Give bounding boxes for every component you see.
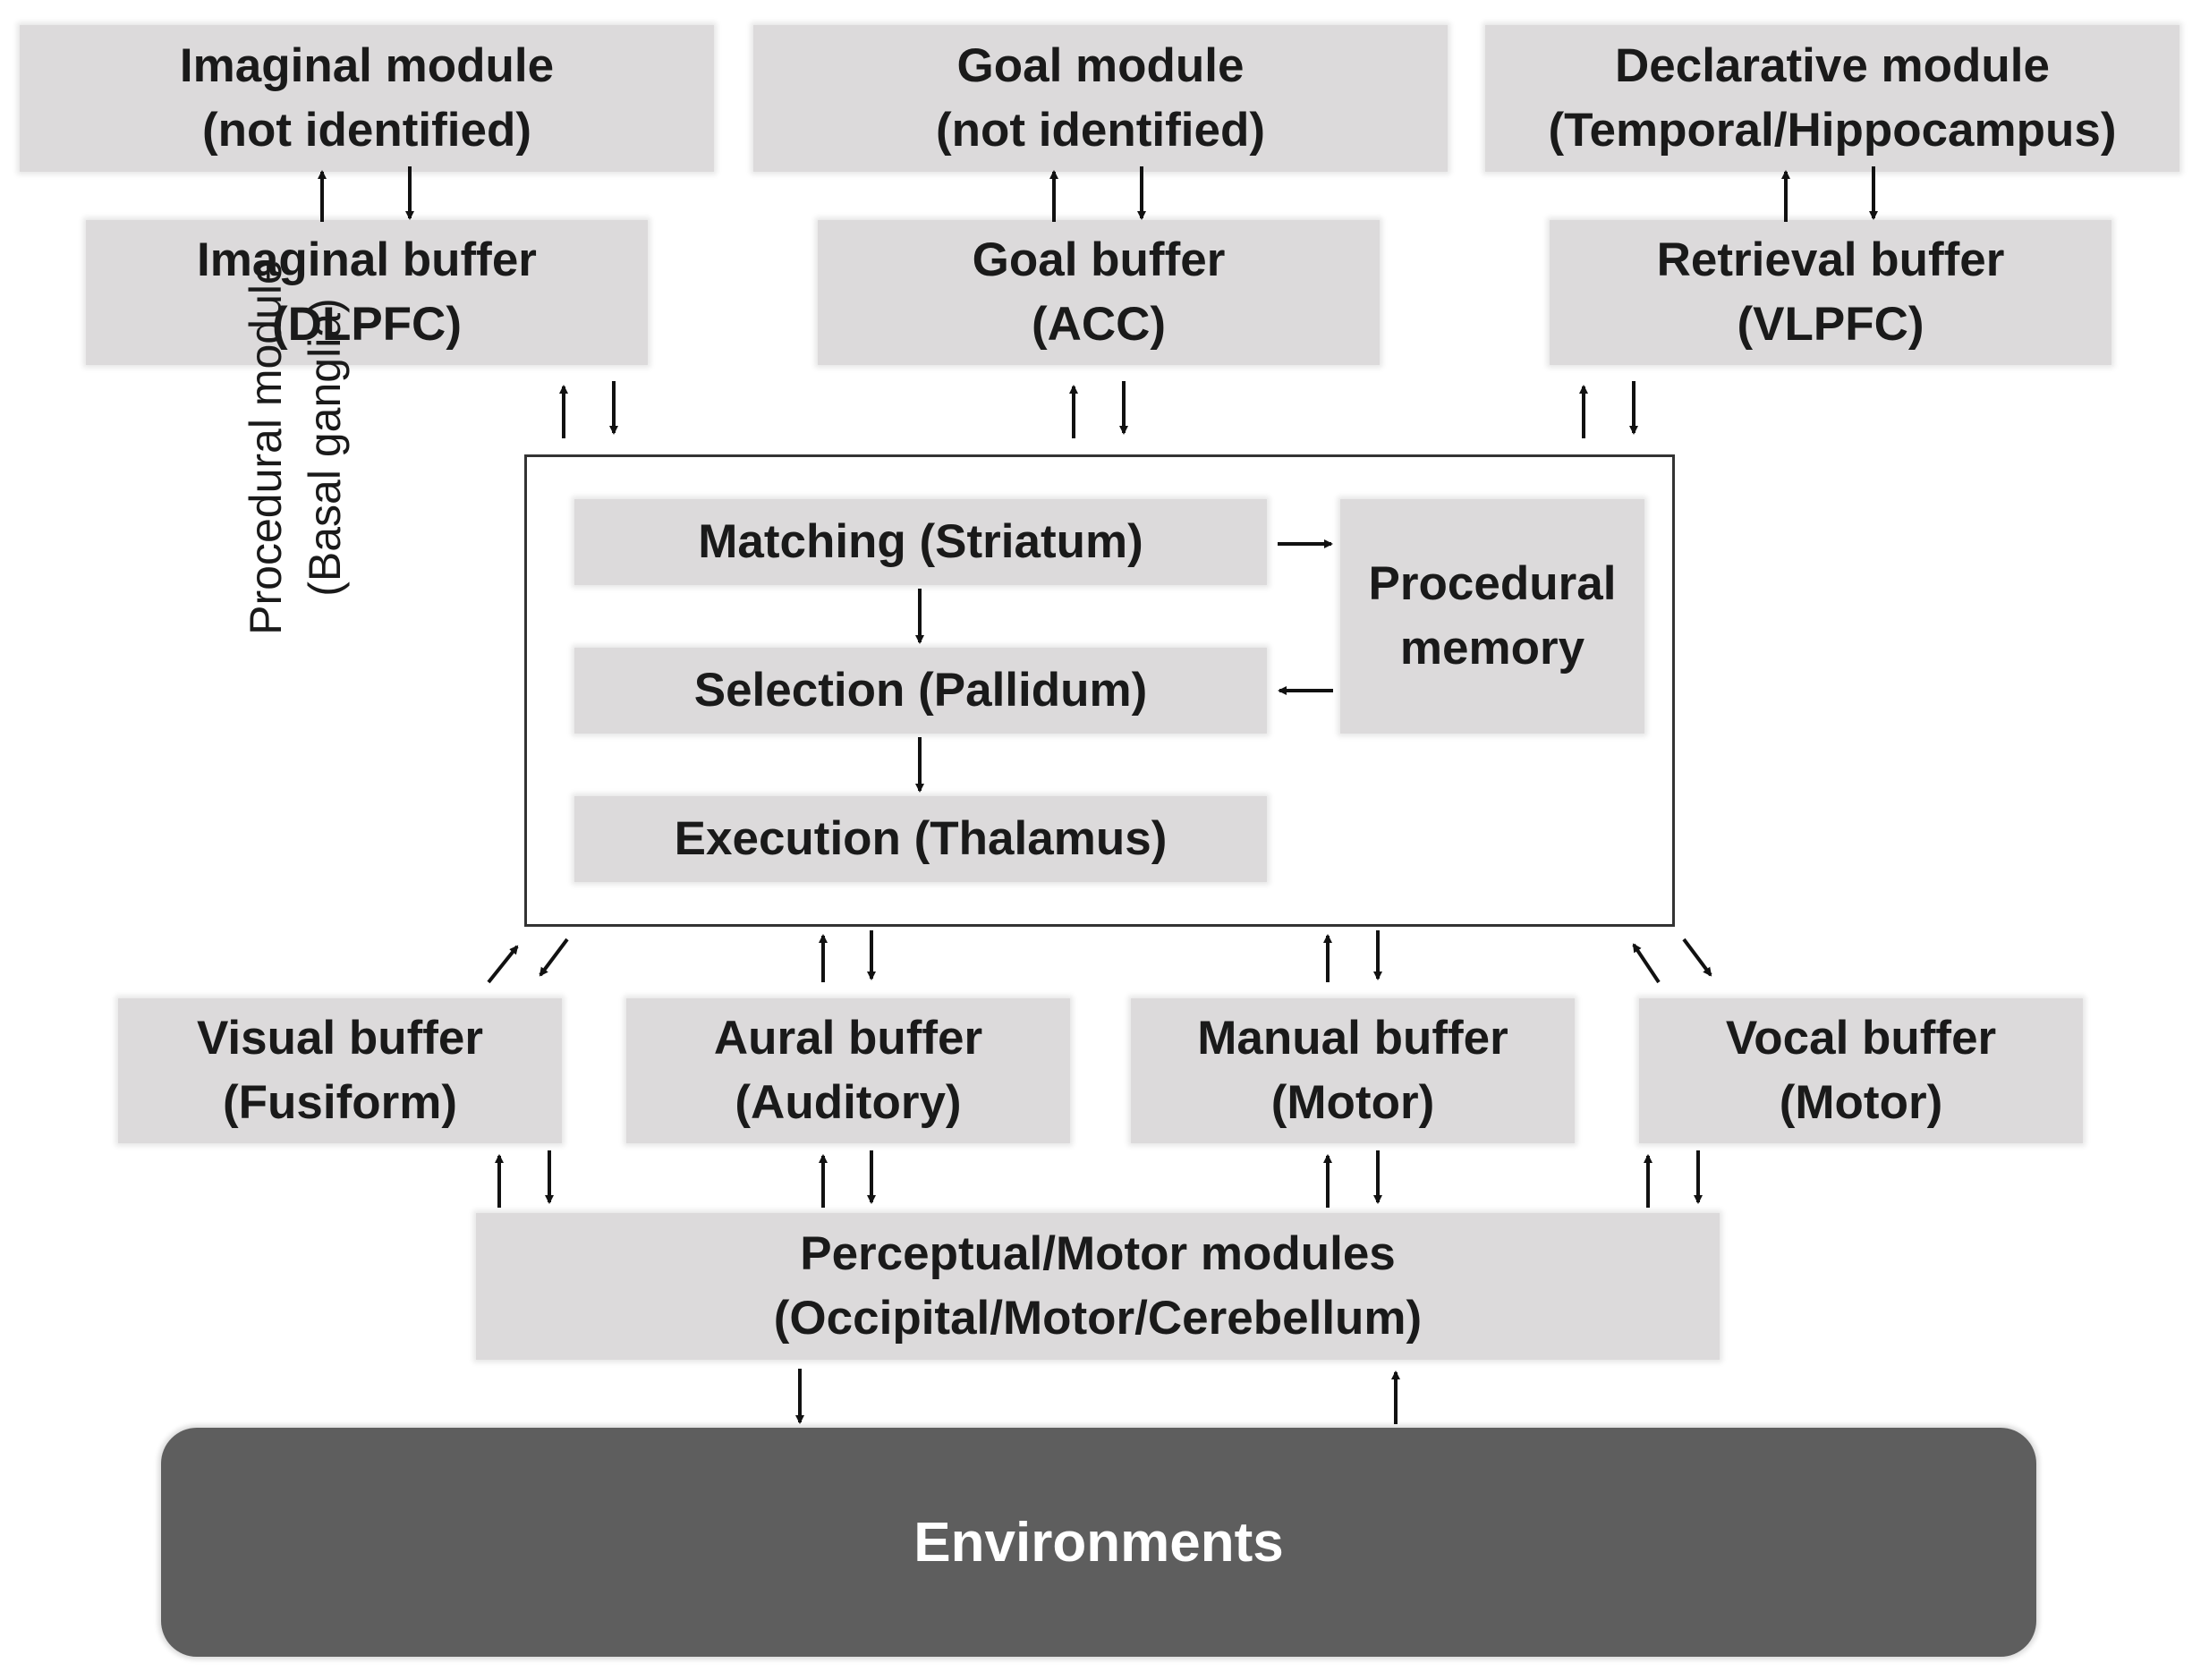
aural-buffer-region: (Auditory) xyxy=(735,1076,962,1129)
imaginal-module-region: (not identified) xyxy=(202,104,531,157)
arrow-visual-down xyxy=(539,938,569,977)
arrow-vocal-up xyxy=(1632,943,1661,984)
arrow-vocal-down xyxy=(1682,938,1712,977)
imaginal-buffer-region: (DLPFC) xyxy=(272,298,462,351)
perceptual-motor-region: (Occipital/Motor/Cerebellum) xyxy=(773,1292,1423,1345)
aural-buffer-box: Aural buffer (Auditory) xyxy=(626,998,1070,1143)
goal-module-box: Goal module (not identified) xyxy=(753,25,1448,172)
visual-buffer-region: (Fusiform) xyxy=(222,1076,458,1129)
goal-buffer-region: (ACC) xyxy=(1031,298,1167,351)
procedural-memory-box: Procedural memory xyxy=(1340,499,1644,734)
vocal-buffer-title: Vocal buffer xyxy=(1725,1012,1997,1065)
retrieval-buffer-region: (VLPFC) xyxy=(1737,298,1924,351)
aural-buffer-title: Aural buffer xyxy=(713,1012,983,1065)
visual-buffer-title: Visual buffer xyxy=(196,1012,484,1065)
retrieval-buffer-box: Retrieval buffer (VLPFC) xyxy=(1550,220,2111,365)
manual-buffer-region: (Motor) xyxy=(1270,1076,1435,1129)
goal-module-title: Goal module xyxy=(956,39,1245,92)
retrieval-buffer-title: Retrieval buffer xyxy=(1656,233,2005,286)
perceptual-motor-modules-box: Perceptual/Motor modules (Occipital/Moto… xyxy=(476,1213,1720,1360)
execution-label: Execution (Thalamus) xyxy=(674,812,1168,865)
matching-label: Matching (Striatum) xyxy=(698,515,1143,568)
imaginal-buffer-box: Imaginal buffer (DLPFC) xyxy=(86,220,648,365)
declarative-module-title: Declarative module xyxy=(1614,39,2051,92)
arrow-visual-up xyxy=(487,945,519,984)
environments-box: Environments xyxy=(161,1428,2036,1657)
declarative-module-region: (Temporal/Hippocampus) xyxy=(1548,104,2117,157)
procedural-memory-line1: Procedural xyxy=(1368,557,1617,610)
perceptual-motor-title: Perceptual/Motor modules xyxy=(800,1227,1396,1280)
imaginal-module-title: Imaginal module xyxy=(179,39,555,92)
procedural-memory-line2: memory xyxy=(1399,622,1585,675)
goal-buffer-title: Goal buffer xyxy=(972,233,1226,286)
execution-box: Execution (Thalamus) xyxy=(574,796,1267,882)
vocal-buffer-region: (Motor) xyxy=(1779,1076,1943,1129)
goal-module-region: (not identified) xyxy=(936,104,1265,157)
environments-label: Environments xyxy=(913,1511,1284,1574)
imaginal-module-box: Imaginal module (not identified) xyxy=(20,25,714,172)
manual-buffer-title: Manual buffer xyxy=(1197,1012,1508,1065)
selection-label: Selection (Pallidum) xyxy=(693,664,1148,717)
declarative-module-box: Declarative module (Temporal/Hippocampus… xyxy=(1485,25,2179,172)
matching-box: Matching (Striatum) xyxy=(574,499,1267,585)
manual-buffer-box: Manual buffer (Motor) xyxy=(1131,998,1575,1143)
selection-box: Selection (Pallidum) xyxy=(574,648,1267,734)
goal-buffer-box: Goal buffer (ACC) xyxy=(818,220,1380,365)
vocal-buffer-box: Vocal buffer (Motor) xyxy=(1639,998,2083,1143)
visual-buffer-box: Visual buffer (Fusiform) xyxy=(118,998,562,1143)
imaginal-buffer-title: Imaginal buffer xyxy=(197,233,537,286)
